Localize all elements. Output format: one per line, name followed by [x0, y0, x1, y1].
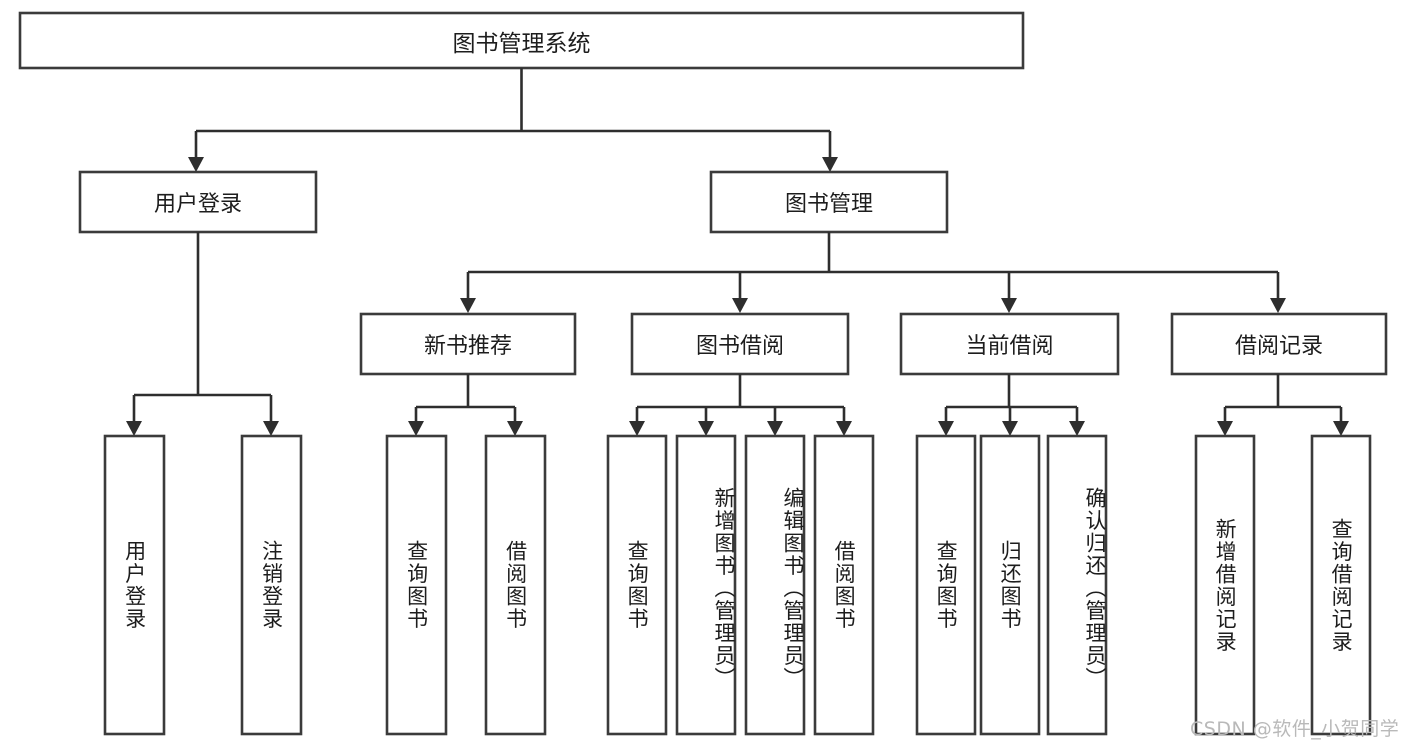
- leaf-box-borrow-book-2[interactable]: [813, 434, 875, 736]
- arrowhead-to-leaf-return-book: [1002, 421, 1018, 436]
- connector-root-to-level2-bus: [194, 68, 832, 159]
- connector-book-borrow-to-leaves: [635, 374, 846, 423]
- leaf-box-query-book-3[interactable]: [915, 434, 977, 736]
- connector-new-book-recommend-to-leaves: [414, 374, 517, 423]
- leaf-box-logout[interactable]: [240, 434, 303, 736]
- leaf-box-add-book[interactable]: [675, 434, 737, 736]
- arrowhead-to-leaf-borrow-book-2: [836, 421, 852, 436]
- node-book-borrow[interactable]: [630, 312, 850, 376]
- arrowhead-to-leaf-user-login: [126, 421, 142, 436]
- node-new-book-recommend[interactable]: [359, 312, 577, 376]
- connector-current-borrow-to-leaves: [944, 374, 1079, 423]
- arrowhead-to-leaf-confirm-return: [1069, 421, 1085, 436]
- arrowhead-to-user-login: [188, 157, 204, 172]
- connector-user-login-to-leaves: [132, 232, 273, 423]
- node-borrow-record[interactable]: [1170, 312, 1388, 376]
- node-user-login[interactable]: [78, 170, 318, 234]
- leaf-box-query-book-1[interactable]: [385, 434, 448, 736]
- leaf-box-add-borrow-record[interactable]: [1194, 434, 1256, 736]
- node-root-book-management-system[interactable]: [18, 11, 1025, 70]
- arrowhead-to-book-borrow: [732, 298, 748, 313]
- arrowhead-to-leaf-query-book-1: [408, 421, 424, 436]
- arrowhead-to-current-borrow: [1001, 298, 1017, 313]
- arrowhead-to-leaf-add-borrow-record: [1217, 421, 1233, 436]
- node-current-borrow[interactable]: [899, 312, 1120, 376]
- connector-borrow-record-to-leaves: [1223, 374, 1343, 423]
- arrowhead-to-new-book-recommend: [460, 298, 476, 313]
- arrowhead-to-leaf-add-book: [698, 421, 714, 436]
- arrowhead-to-leaf-logout: [263, 421, 279, 436]
- arrowhead-to-borrow-record: [1270, 298, 1286, 313]
- arrowhead-to-leaf-query-book-3: [938, 421, 954, 436]
- leaf-box-borrow-book-1[interactable]: [484, 434, 547, 736]
- leaf-box-edit-book[interactable]: [744, 434, 806, 736]
- arrowhead-to-leaf-edit-book: [767, 421, 783, 436]
- leaf-box-query-borrow-record[interactable]: [1310, 434, 1372, 736]
- leaf-box-return-book[interactable]: [979, 434, 1041, 736]
- arrowhead-to-leaf-borrow-book-1: [507, 421, 523, 436]
- arrowhead-to-book-management: [822, 157, 838, 172]
- arrowhead-to-leaf-query-book-2: [629, 421, 645, 436]
- node-book-management[interactable]: [709, 170, 949, 234]
- leaf-box-confirm-return[interactable]: [1046, 434, 1108, 736]
- leaf-box-query-book-2[interactable]: [606, 434, 668, 736]
- arrowhead-to-leaf-query-borrow-record: [1333, 421, 1349, 436]
- leaf-box-user-login[interactable]: [103, 434, 166, 736]
- connector-book-management-to-level3-bus: [466, 232, 1280, 300]
